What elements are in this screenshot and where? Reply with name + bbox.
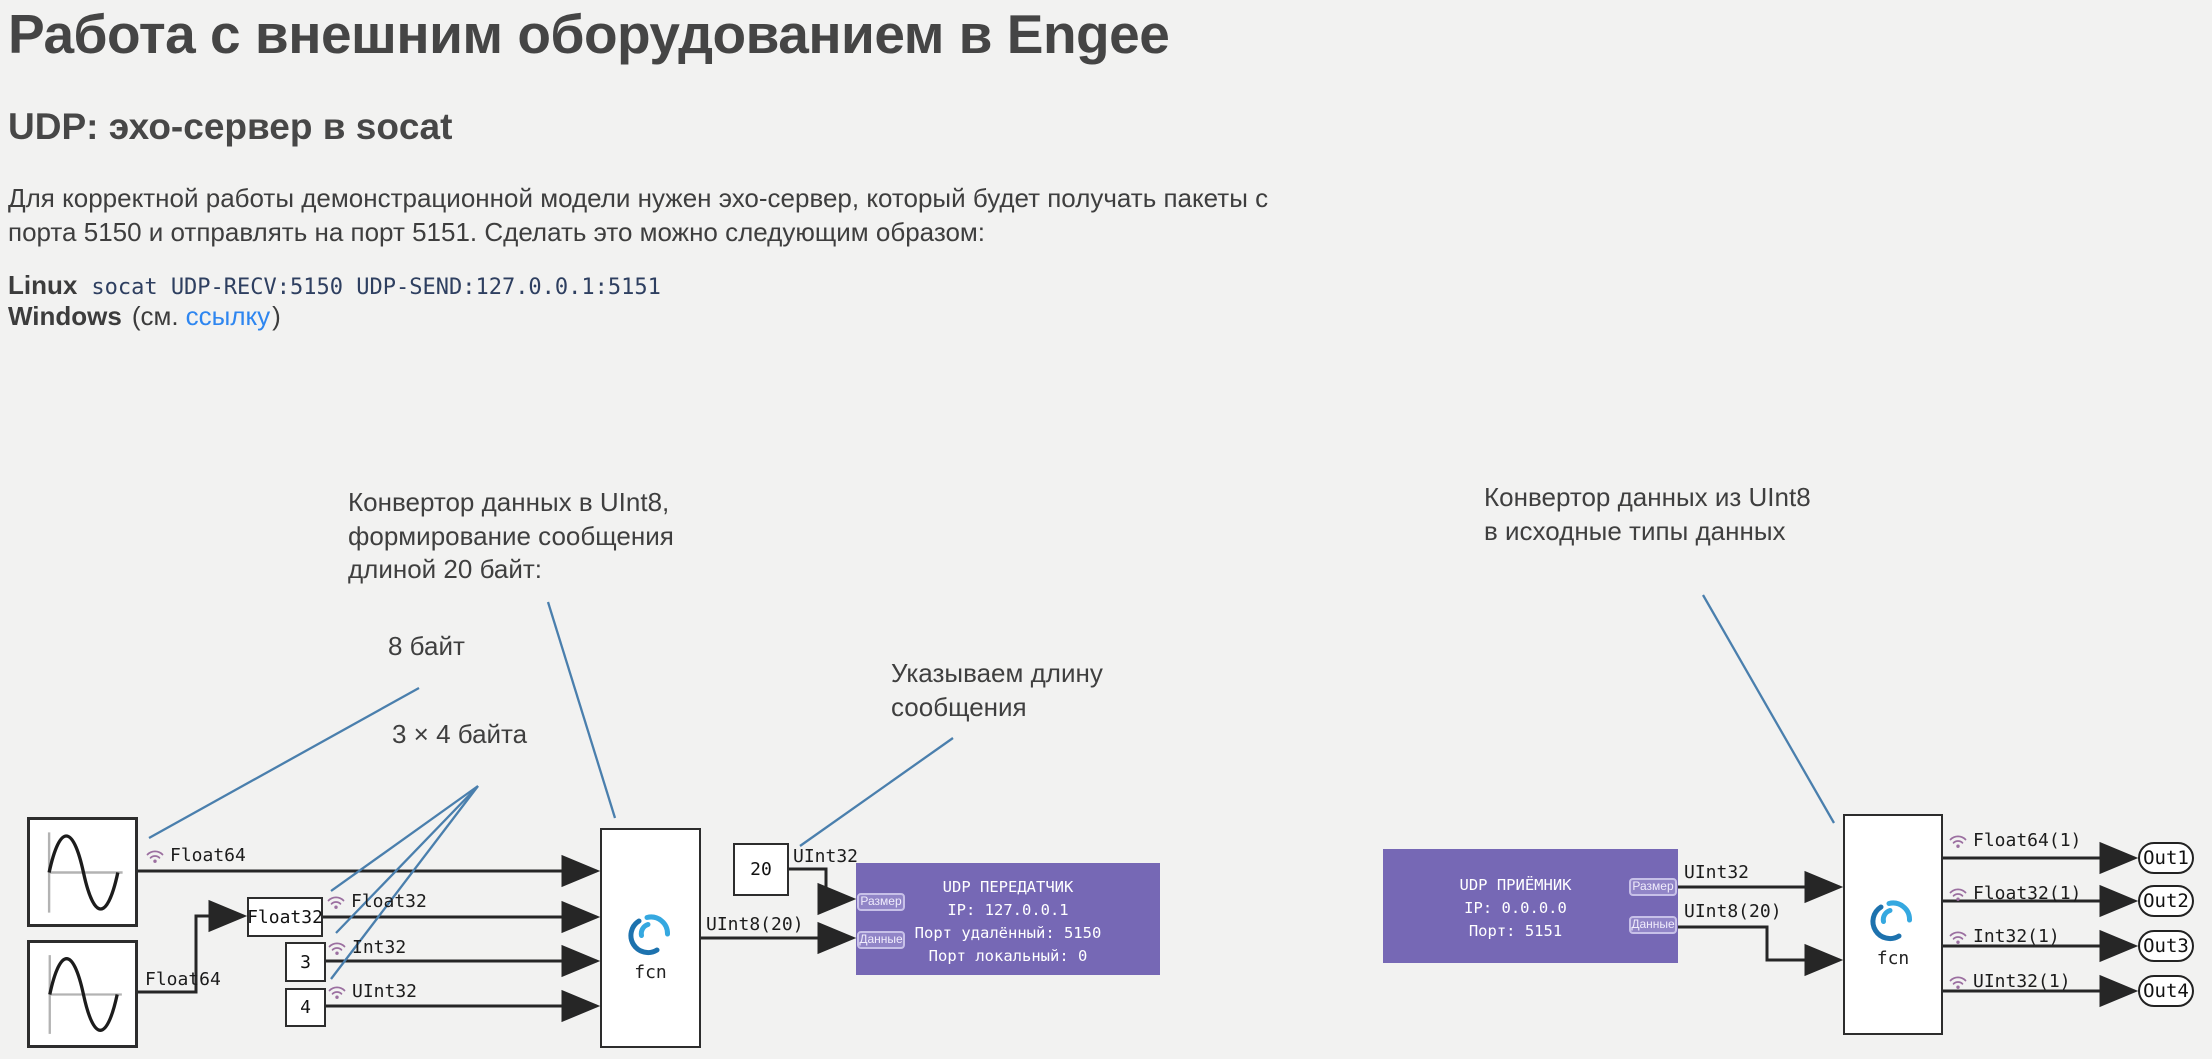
windows-label: Windows: [8, 301, 122, 331]
windows-row: Windows (см. ссылку ): [8, 301, 281, 332]
signal-out-int32: Int32(1): [1948, 926, 2060, 947]
wifi-icon: [328, 942, 346, 955]
engee-logo-icon: [627, 914, 670, 955]
udp-receiver-block: UDP ПРИЁМНИК IP: 0.0.0.0 Порт: 5151 Разм…: [1383, 849, 1678, 963]
udp-tx-remote-port: Порт удалённый: 5150: [914, 924, 1102, 942]
sine-wave-icon: [47, 832, 123, 913]
see-text: (см.: [131, 301, 179, 331]
constant-3-block: 3: [285, 942, 326, 982]
signal-float32: Float32: [326, 891, 427, 912]
wifi-icon: [1949, 888, 1967, 901]
signal-rx-uint8: UInt8(20): [1684, 901, 1782, 922]
tx-data-port: Данные: [857, 931, 905, 949]
windows-link[interactable]: ссылку: [185, 301, 271, 331]
signal-uint32: UInt32: [327, 981, 417, 1002]
constant-20-block: 20: [733, 843, 789, 896]
annotation-3x4-bytes: 3 × 4 байта: [392, 719, 528, 749]
fcn-encoder-block: fcn: [600, 828, 701, 1048]
annotation-8-bytes: 8 байт: [388, 631, 465, 661]
outport-out3: Out3: [2138, 930, 2194, 962]
udp-transmitter-block: UDP ПЕРЕДАТЧИК IP: 127.0.0.1 Порт удалён…: [856, 863, 1160, 975]
annotation-message-length: Указываем длину сообщения: [891, 658, 1103, 722]
udp-tx-local-port: Порт локальный: 0: [928, 947, 1088, 965]
udp-tx-ip: IP: 127.0.0.1: [947, 901, 1069, 919]
tx-size-port: Размер: [857, 893, 905, 911]
wifi-icon: [146, 850, 164, 863]
signal-uint8-message: UInt8(20): [706, 914, 804, 935]
linux-label: Linux: [8, 270, 78, 300]
signal-uint32-length: UInt32: [793, 846, 859, 867]
signal-float64-bottom: Float64: [145, 969, 221, 990]
wifi-icon: [1949, 931, 1967, 944]
signal-rx-uint32: UInt32: [1684, 862, 1750, 883]
sine-wave-icon: [48, 955, 122, 1034]
constant-4-block: 4: [285, 988, 326, 1027]
section-title: UDP: эхо-сервер в socat: [8, 106, 453, 147]
outport-out2: Out2: [2138, 885, 2194, 917]
annotation-to-uint8: Конвертор данных в UInt8, формирование с…: [348, 487, 674, 584]
wifi-icon: [327, 896, 345, 909]
signal-int32: Int32: [327, 937, 406, 958]
udp-rx-port: Порт: 5151: [1468, 922, 1563, 940]
rx-data-port: Данные: [1629, 916, 1677, 934]
signal-out-float32: Float32(1): [1948, 883, 2081, 904]
socat-command: socat UDP-RECV:5150 UDP-SEND:127.0.0.1:5…: [91, 275, 661, 300]
fcn-label: fcn: [634, 961, 667, 983]
annotation-lines: [148, 594, 1835, 980]
page-title: Работа с внешним оборудованием в Engee: [8, 3, 1170, 65]
rx-size-port: Размер: [1629, 878, 1677, 896]
signal-wires: [138, 841, 2139, 1023]
sine-source-1: [27, 817, 138, 927]
outport-out1: Out1: [2138, 842, 2194, 874]
signal-float64-top: Float64: [145, 845, 246, 866]
udp-rx-ip: IP: 0.0.0.0: [1464, 899, 1567, 917]
udp-rx-title: UDP ПРИЁМНИК: [1459, 876, 1572, 894]
udp-tx-title: UDP ПЕРЕДАТЧИК: [942, 878, 1074, 896]
engee-logo-icon: [1870, 900, 1912, 942]
signal-out-uint32: UInt32(1): [1948, 971, 2071, 992]
intro-paragraph: Для корректной работы демонстрационной м…: [8, 183, 1269, 247]
signal-out-float64: Float64(1): [1948, 830, 2081, 851]
wifi-icon: [1949, 835, 1967, 848]
outport-out4: Out4: [2138, 975, 2194, 1007]
annotation-from-uint8: Конвертор данных из UInt8 в исходные тип…: [1484, 482, 1811, 546]
wifi-icon: [328, 986, 346, 999]
linux-command-row: Linux socat UDP-RECV:5150 UDP-SEND:127.0…: [8, 270, 661, 301]
fcn-decoder-block: fcn: [1843, 814, 1943, 1035]
fcn-label: fcn: [1876, 948, 1910, 969]
sine-source-2: [27, 940, 138, 1048]
float32-cast-block: Float32: [247, 897, 323, 937]
wifi-icon: [1949, 976, 1967, 989]
close-paren: ): [272, 301, 281, 331]
